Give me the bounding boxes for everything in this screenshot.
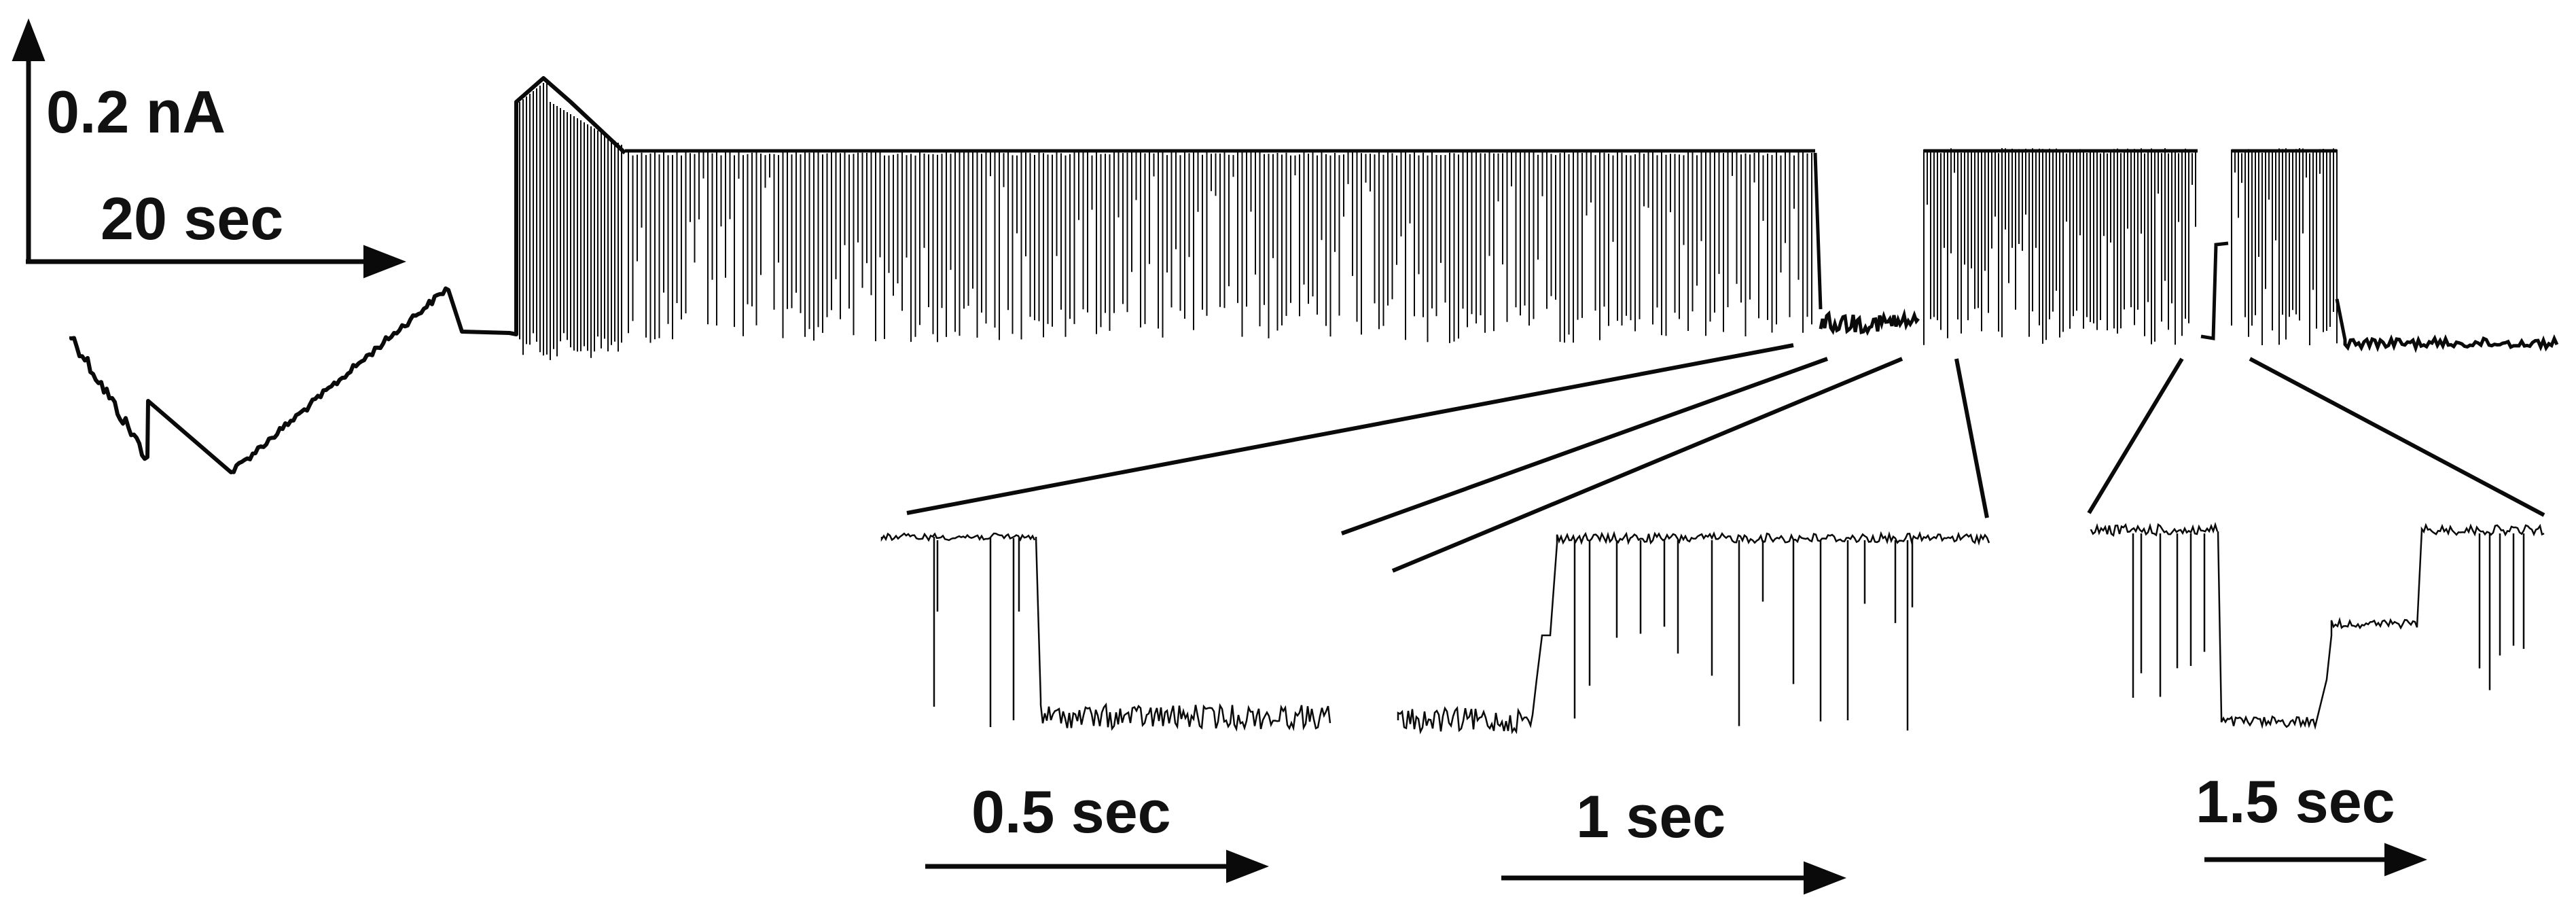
zoom1-trace [880,532,1331,732]
zoom-inset-2 [1397,531,1990,735]
current-scale-label: 0.2 nA [46,78,226,145]
zoom3-trace [2090,522,2545,730]
zoom2-connector-right [1954,358,1989,518]
zoom3-connector-left [2087,357,2184,514]
main-trace-ramp [69,76,627,474]
time-scale-label-zoom1: 0.5 sec [971,778,1171,845]
zoom1-connector-left [906,343,1794,515]
zoom-inset-1 [880,532,1331,732]
zoom-inset-3 [2090,522,2545,730]
time-scale-label-zoom2: 1 sec [1576,783,1725,850]
main-trace-bursts [519,80,2338,360]
zoom-connectors [906,343,2545,573]
zoom3-connector-right [2249,357,2545,517]
zoom2-connector-left [1391,357,1903,573]
main-trace-baselines [625,149,2559,353]
main-current-trace [69,76,2559,474]
zoom2-trace [1397,531,1990,735]
zoom1-connector-right [1340,357,1829,535]
time-scale-label-main: 20 sec [101,185,283,252]
time-scale-label-zoom3: 1.5 sec [2196,768,2395,835]
